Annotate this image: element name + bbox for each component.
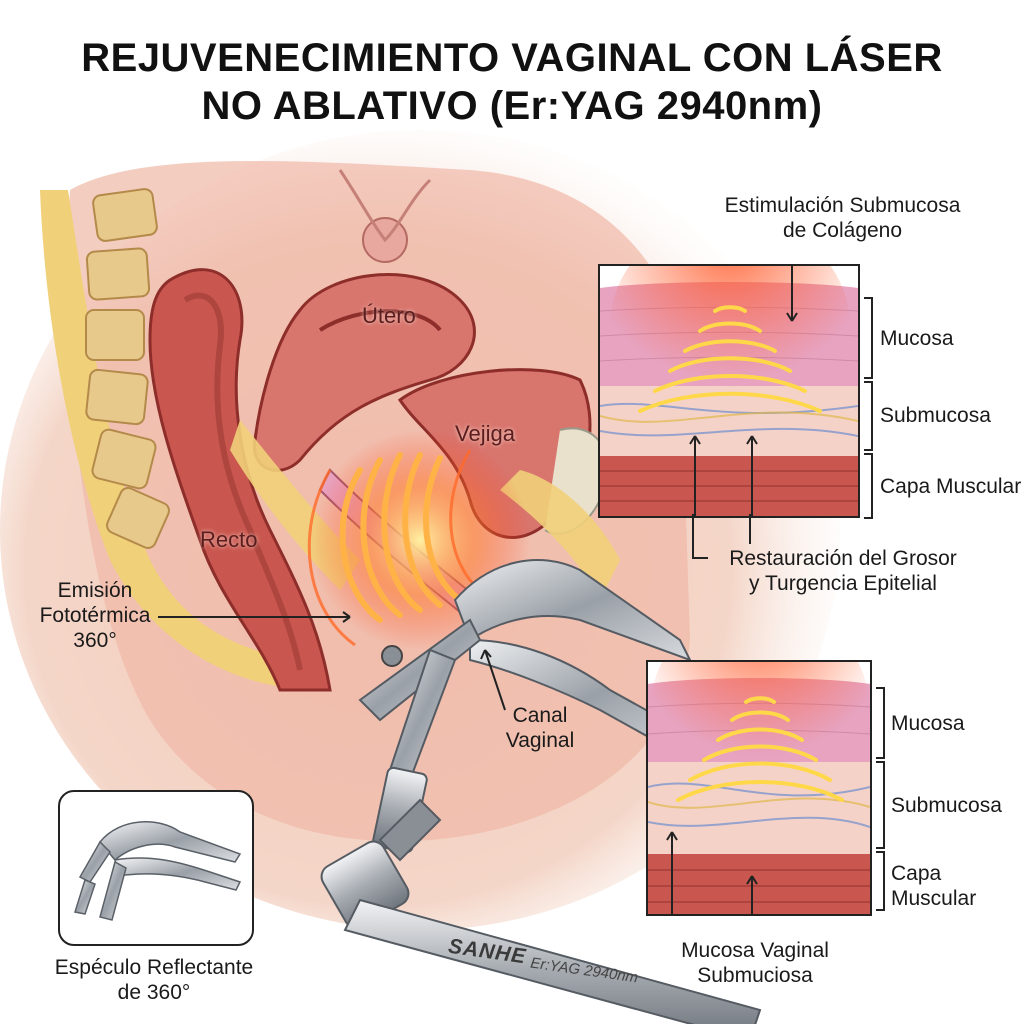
inset-tissue-bottom bbox=[646, 660, 872, 916]
restauracion-lines bbox=[692, 514, 751, 559]
callout-especulo: Espéculo Reflectante de 360° bbox=[54, 956, 254, 1004]
inset-top-label-capa-muscular: Capa Muscular bbox=[880, 475, 1022, 498]
callout-lines bbox=[158, 611, 506, 711]
inset-top-label-mucosa: Mucosa bbox=[880, 327, 954, 350]
laser-handpiece bbox=[320, 798, 762, 1024]
speculum-inset bbox=[58, 790, 254, 946]
callout-restauracion: Restauración del Grosor y Turgencia Epit… bbox=[729, 547, 957, 595]
tissue-cross-section-top bbox=[600, 266, 858, 516]
inset-bottom-label-submucosa: Submucosa bbox=[891, 794, 1002, 817]
inset-top-label-submucosa: Submucosa bbox=[880, 404, 991, 427]
tissue-cross-section-bottom bbox=[648, 662, 870, 914]
brackets-bottom bbox=[876, 687, 885, 911]
speculum-main bbox=[358, 559, 702, 854]
label-utero: Útero bbox=[362, 303, 416, 328]
callout-canal-vaginal: Canal Vaginal bbox=[505, 704, 575, 752]
vertebrae bbox=[85, 188, 170, 549]
speculum-icon bbox=[74, 821, 242, 921]
label-vejiga: Vejiga bbox=[455, 421, 515, 446]
brackets-top bbox=[864, 297, 873, 519]
title-line-1: REJUVENECIMIENTO VAGINAL CON LÁSER bbox=[81, 36, 943, 80]
label-recto: Recto bbox=[200, 527, 258, 552]
callout-estimulacion: Estimulación Submucosa de Colágeno bbox=[724, 194, 961, 242]
callout-mucosa-vaginal: Mucosa Vaginal Submuciosa bbox=[681, 939, 829, 987]
inset-tissue-top bbox=[598, 264, 860, 518]
title-line-2: NO ABLATIVO (Er:YAG 2940nm) bbox=[201, 84, 823, 128]
inset-bottom-label-muscular: Muscular bbox=[891, 887, 977, 910]
page-title: REJUVENECIMIENTO VAGINAL CON LÁSER NO AB… bbox=[0, 34, 1024, 130]
inset-bottom-label-mucosa: Mucosa bbox=[891, 712, 965, 735]
inset-bottom-label-capa: Capa bbox=[891, 862, 942, 885]
callout-emision: Emisión Fototérmica 360° bbox=[39, 579, 151, 652]
